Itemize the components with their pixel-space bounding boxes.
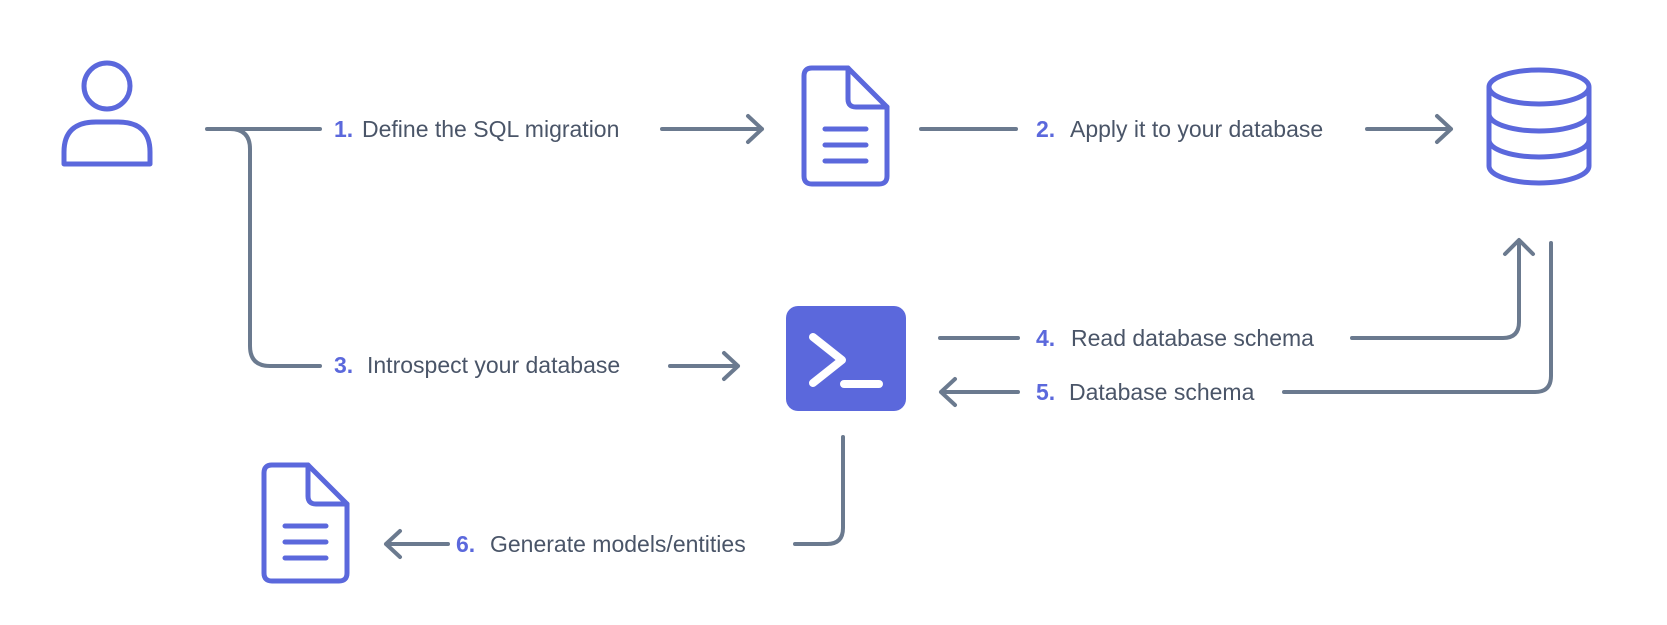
- step-2-arrow: [919, 114, 1453, 144]
- step-2-number: 2.: [1036, 116, 1055, 142]
- step-4-number: 4.: [1036, 325, 1055, 351]
- document-icon: [261, 462, 350, 584]
- step-4: 4. Read database schema: [1036, 325, 1314, 351]
- step-2: 2. Apply it to your database: [1036, 116, 1323, 142]
- step-6-label: Generate models/entities: [490, 531, 746, 557]
- step-3-number: 3.: [334, 352, 353, 378]
- step-1-number: 1.: [334, 116, 353, 142]
- step-3-label: Introspect your database: [367, 352, 620, 378]
- document-icon: [801, 65, 890, 187]
- step-2-label: Apply it to your database: [1070, 116, 1323, 142]
- step-5-number: 5.: [1036, 379, 1055, 405]
- step-5: 5. Database schema: [1036, 379, 1255, 405]
- terminal-icon: [786, 306, 906, 411]
- step-3-arrow: [668, 351, 740, 381]
- user-branch-line: [205, 127, 322, 368]
- user-icon: [61, 60, 153, 167]
- step-1: 1. Define the SQL migration: [334, 116, 619, 142]
- step-1-label: Define the SQL migration: [362, 116, 619, 142]
- connector-lines: [205, 114, 1553, 559]
- step-5-arrow: [939, 241, 1553, 407]
- step-5-label: Database schema: [1069, 379, 1255, 405]
- step-1-arrow: [660, 114, 764, 144]
- step-4-arrow: [938, 238, 1535, 340]
- database-icon: [1486, 67, 1592, 186]
- step-3: 3. Introspect your database: [334, 352, 620, 378]
- step-6-number: 6.: [456, 531, 475, 557]
- step-4-label: Read database schema: [1071, 325, 1314, 351]
- step-6: 6. Generate models/entities: [456, 531, 746, 557]
- step-6-arrow: [384, 435, 845, 559]
